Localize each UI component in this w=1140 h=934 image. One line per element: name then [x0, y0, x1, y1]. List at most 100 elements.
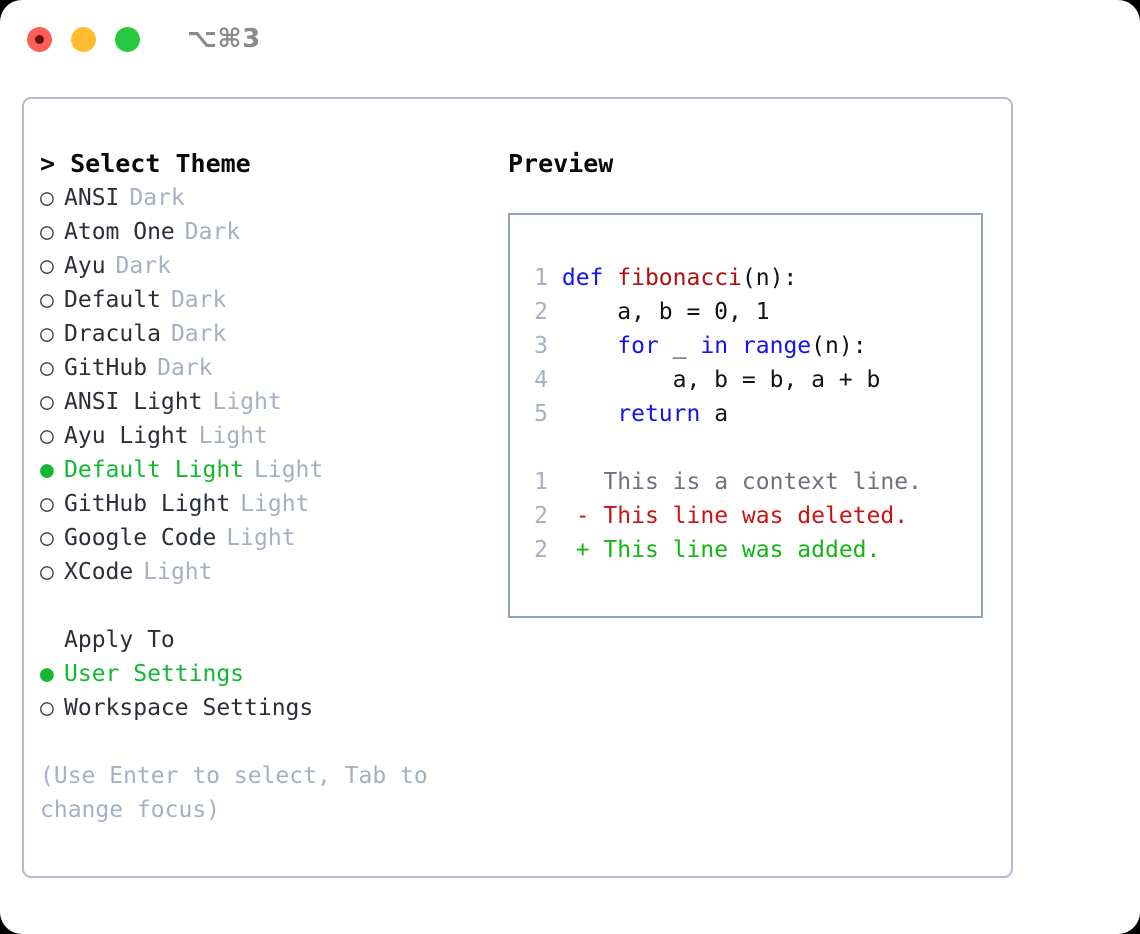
theme-name-label: Dracula [64, 321, 161, 347]
radio-unselected-icon[interactable]: ○ [40, 253, 54, 279]
apply-to-option-label: Workspace Settings [64, 695, 314, 721]
preview-column: Preview 1 def fibonacci(n):2 a, b = 0, 1… [492, 99, 1011, 876]
diff-line: 1 This is a context line. [524, 465, 981, 499]
minimize-window-icon[interactable] [71, 26, 96, 52]
line-number: 4 [534, 367, 548, 393]
theme-name-label: Default Light [64, 457, 245, 483]
radio-unselected-icon[interactable]: ○ [40, 525, 54, 551]
diff-line: 2 - This line was deleted. [524, 499, 981, 533]
apply-to-option-label: User Settings [64, 661, 245, 687]
apply-to-list[interactable]: ● User Settings ○ Workspace Settings [40, 657, 492, 725]
close-window-icon[interactable] [27, 26, 52, 52]
code-token [728, 333, 742, 359]
code-line: 5 return a [524, 397, 981, 431]
theme-name-label: Ayu Light [64, 423, 189, 449]
theme-list-item[interactable]: ○ Atom One Dark [40, 215, 492, 249]
radio-selected-icon[interactable]: ● [40, 457, 54, 483]
apply-to-option[interactable]: ○ Workspace Settings [40, 691, 492, 725]
code-token [603, 265, 617, 291]
code-token: in [700, 333, 729, 359]
theme-category-tag: Dark [157, 355, 213, 381]
radio-unselected-icon[interactable]: ○ [40, 355, 54, 381]
diff-sign: + [575, 537, 590, 563]
diff-sample: 1 This is a context line.2 - This line w… [524, 465, 981, 567]
theme-list-item[interactable]: ○ XCode Light [40, 555, 492, 589]
radio-unselected-icon[interactable]: ○ [40, 695, 54, 721]
line-number: 3 [534, 333, 548, 359]
theme-category-tag: Dark [129, 185, 185, 211]
radio-unselected-icon[interactable]: ○ [40, 491, 54, 517]
code-token [562, 401, 617, 427]
theme-list-item[interactable]: ○ Default Dark [40, 283, 492, 317]
diff-sign [576, 469, 590, 495]
code-line: 2 a, b = 0, 1 [524, 295, 981, 329]
theme-list-item[interactable]: ○ Ayu Light Light [40, 419, 492, 453]
radio-unselected-icon[interactable]: ○ [40, 423, 54, 449]
theme-list-item[interactable]: ○ Google Code Light [40, 521, 492, 555]
theme-category-tag: Light [143, 559, 213, 585]
line-number: 1 [534, 469, 548, 495]
theme-name-label: Default [64, 287, 161, 313]
theme-name-label: Google Code [64, 525, 217, 551]
code-token [562, 333, 617, 359]
code-token: (n): [741, 265, 798, 291]
window-controls [27, 26, 140, 52]
code-token: a [700, 401, 729, 427]
preview-title: Preview [508, 149, 614, 178]
code-token: fibonacci [617, 265, 742, 291]
diff-text: This line was added. [603, 537, 881, 563]
radio-unselected-icon[interactable]: ○ [40, 559, 54, 585]
theme-name-label: Ayu [64, 253, 106, 279]
theme-category-tag: Light [212, 389, 282, 415]
theme-list-item[interactable]: ● Default Light Light [40, 453, 492, 487]
code-token: range [741, 333, 812, 359]
code-token: _ [658, 333, 701, 359]
apply-to-option[interactable]: ● User Settings [40, 657, 492, 691]
code-token: a, b = b, a + b [561, 367, 881, 393]
line-number: 5 [534, 401, 548, 427]
diff-text: This line was deleted. [603, 503, 909, 529]
page-title: > Select Theme [40, 149, 251, 178]
code-token: (n): [811, 333, 867, 359]
code-line: 4 a, b = b, a + b [524, 363, 981, 397]
title-bar: ⌥⌘3 [0, 0, 1140, 78]
theme-category-tag: Light [254, 457, 324, 483]
theme-category-tag: Light [240, 491, 310, 517]
code-token: a, b = 0, 1 [561, 299, 770, 325]
theme-category-tag: Light [226, 525, 296, 551]
line-number: 2 [534, 299, 548, 325]
keyboard-shortcut-label: ⌥⌘3 [187, 24, 261, 54]
theme-list-item[interactable]: ○ GitHub Light Light [40, 487, 492, 521]
theme-category-tag: Dark [184, 219, 241, 245]
theme-category-tag: Light [198, 423, 268, 449]
radio-selected-icon[interactable]: ● [40, 661, 54, 687]
diff-text: This is a context line. [603, 469, 922, 495]
maximize-window-icon[interactable] [115, 26, 140, 52]
line-number: 1 [534, 265, 548, 291]
code-line: 1 def fibonacci(n): [524, 261, 981, 295]
theme-name-label: Atom One [64, 219, 175, 245]
radio-unselected-icon[interactable]: ○ [40, 389, 54, 415]
theme-category-tag: Dark [170, 321, 227, 347]
radio-unselected-icon[interactable]: ○ [40, 321, 54, 347]
radio-unselected-icon[interactable]: ○ [40, 185, 54, 211]
line-number: 2 [534, 537, 548, 563]
theme-list-item[interactable]: ○ Dracula Dark [40, 317, 492, 351]
code-token: return [617, 401, 701, 427]
radio-unselected-icon[interactable]: ○ [40, 287, 54, 313]
theme-name-label: GitHub Light [64, 491, 231, 517]
radio-unselected-icon[interactable]: ○ [40, 219, 54, 245]
code-token: for [617, 333, 659, 359]
theme-name-label: XCode [64, 559, 134, 585]
theme-category-tag: Dark [170, 287, 227, 313]
